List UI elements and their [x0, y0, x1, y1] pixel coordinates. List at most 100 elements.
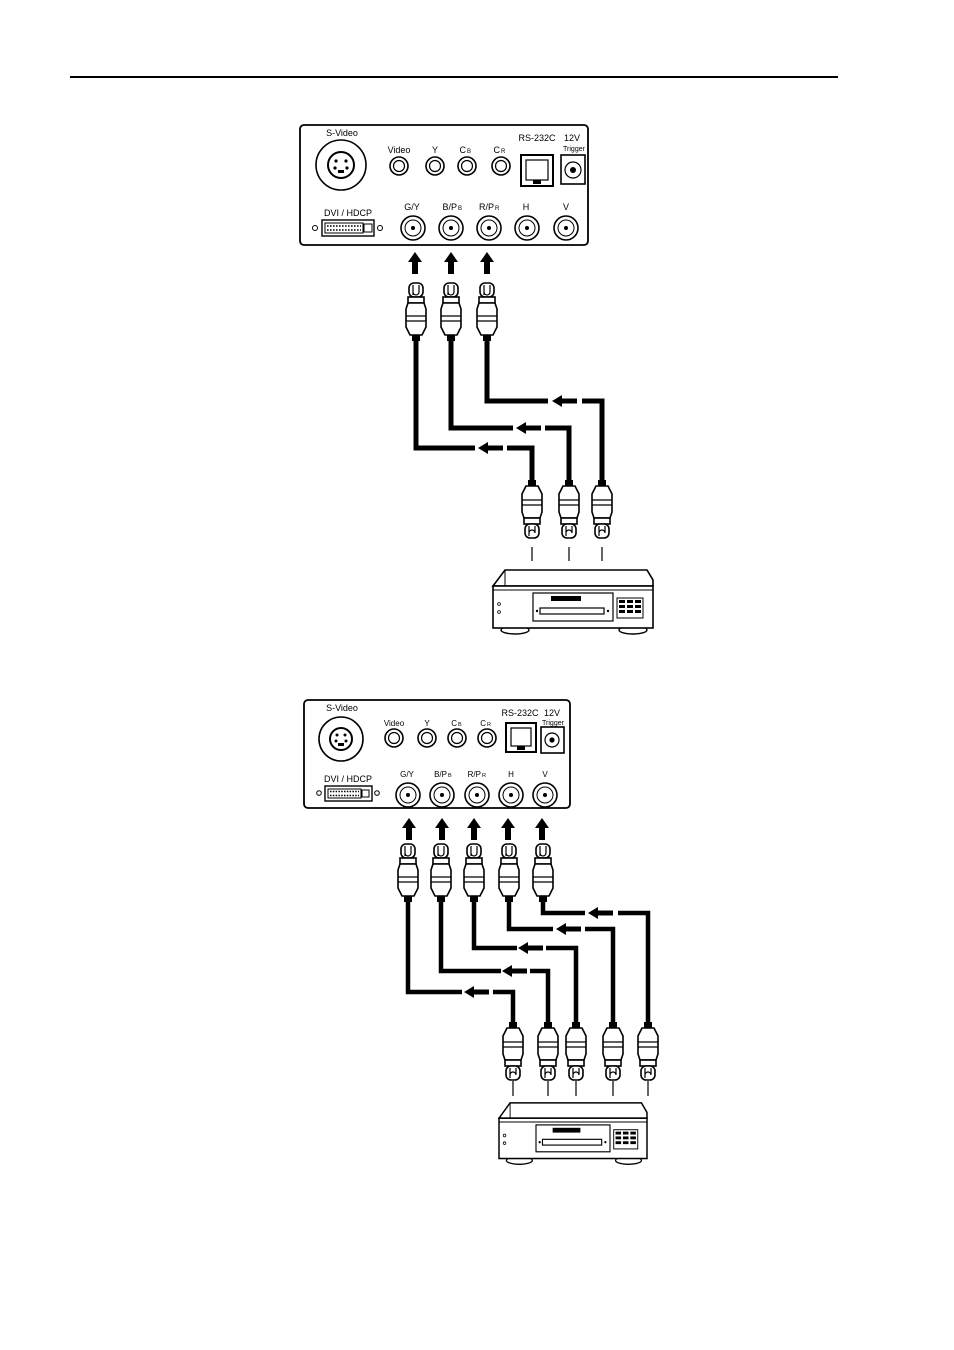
source-leads: [513, 1081, 648, 1096]
v-label: V: [542, 770, 548, 779]
bnc-plug-display-gy: [398, 844, 418, 902]
rs232c-port: [506, 723, 536, 752]
bnc-plug-display-rpr: [477, 283, 497, 341]
cb-port: [448, 729, 466, 747]
h-label: H: [508, 770, 514, 779]
y-label: Y: [424, 719, 430, 728]
bnc-plug-display-v: [533, 844, 553, 902]
bnc-plug-source-rpr: [592, 480, 612, 538]
arrow-up-icon: [408, 252, 422, 274]
cr-port: [478, 729, 496, 747]
diagram-component-3-cable: S-Video Video Y C B C R RS-232C: [300, 125, 653, 634]
arrow-up-icon: [402, 818, 416, 840]
cb-label: C: [460, 145, 467, 155]
cables: [408, 902, 648, 1022]
bnc-plug-display-rpr: [464, 844, 484, 902]
arrow-up-icon: [501, 818, 515, 840]
bnc-plug-source-v: [638, 1022, 658, 1080]
cb-label: C: [451, 719, 457, 728]
bpb-port: [439, 216, 463, 240]
arrow-left-icon: [556, 923, 581, 935]
arrow-up-icon: [535, 818, 549, 840]
rpr-sub-label: R: [495, 206, 500, 212]
video-label: Video: [384, 719, 405, 728]
cr-port: [492, 157, 510, 175]
cr-label: C: [494, 145, 501, 155]
12v-label: 12V: [544, 708, 560, 718]
arrow-left-icon: [516, 422, 541, 434]
svideo-port: [319, 717, 363, 761]
dvi-label: DVI / HDCP: [324, 208, 372, 218]
cb-port: [458, 157, 476, 175]
arrow-left-icon: [588, 907, 613, 919]
arrow-up-icon: [467, 818, 481, 840]
arrow-up-icon: [480, 252, 494, 274]
v-label: V: [563, 202, 569, 212]
gy-label: G/Y: [400, 770, 414, 779]
12v-trigger-port: [541, 727, 564, 753]
connector-panel: S-Video Video Y C B C R RS-232C: [300, 125, 588, 245]
rpr-port: [465, 783, 489, 807]
rs232c-label: RS-232C: [518, 133, 556, 143]
svideo-label: S-Video: [326, 703, 358, 713]
svideo-port: [316, 140, 366, 190]
diagram-rgbhv-5-cable: S-Video Video Y C B C R RS-232C: [304, 700, 658, 1164]
bpb-sub-label: B: [448, 773, 452, 779]
y-label: Y: [432, 145, 438, 155]
trigger-label: Trigger: [563, 146, 586, 153]
bpb-port: [430, 783, 454, 807]
y-port: [426, 157, 444, 175]
arrow-up-icon: [444, 252, 458, 274]
rpr-label: R/P: [479, 202, 494, 212]
cr-sub-label: R: [487, 722, 491, 728]
video-label: Video: [388, 145, 411, 155]
arrow-left-icon: [502, 965, 527, 977]
gy-label: G/Y: [404, 202, 420, 212]
source-leads: [532, 547, 602, 561]
dvd-player-icon: [499, 1103, 647, 1164]
video-port: [390, 157, 408, 175]
bnc-plug-display-bpb: [431, 844, 451, 902]
arrow-up-icon: [435, 818, 449, 840]
dvi-port: [317, 786, 380, 801]
rpr-label: R/P: [468, 770, 481, 779]
bnc-plug-display-bpb: [441, 283, 461, 341]
12v-label: 12V: [564, 133, 580, 143]
bnc-plug-display-h: [499, 844, 519, 902]
cr-sub-label: R: [501, 149, 506, 155]
dvd-player-icon: [493, 570, 653, 634]
rpr-port: [477, 216, 501, 240]
bnc-plug-source-gy: [503, 1022, 523, 1080]
cb-sub-label: B: [467, 149, 471, 155]
bnc-plug-source-bpb: [538, 1022, 558, 1080]
gy-port: [396, 783, 420, 807]
y-port: [418, 729, 436, 747]
v-port: [533, 783, 557, 807]
rs232c-port: [521, 155, 553, 186]
svideo-label: S-Video: [326, 128, 358, 138]
connector-panel: S-Video Video Y C B C R RS-232C: [304, 700, 570, 808]
bnc-plug-source-gy: [522, 480, 542, 538]
rpr-sub-label: R: [482, 773, 486, 779]
dvi-port: [313, 220, 383, 236]
bnc-plug-display-gy: [406, 283, 426, 341]
bpb-label: B/P: [434, 770, 447, 779]
bnc-plug-source-h: [603, 1022, 623, 1080]
h-port: [499, 783, 523, 807]
bpb-label: B/P: [442, 202, 457, 212]
trigger-label: Trigger: [542, 720, 565, 727]
bnc-plug-source-rpr: [566, 1022, 586, 1080]
v-port: [554, 216, 578, 240]
h-port: [515, 216, 539, 240]
video-port: [385, 729, 403, 747]
cr-label: C: [480, 719, 486, 728]
bpb-sub-label: B: [458, 206, 462, 212]
cables: [416, 341, 602, 480]
arrow-left-icon: [478, 442, 503, 454]
12v-trigger-port: [561, 155, 585, 184]
dvi-label: DVI / HDCP: [324, 774, 372, 784]
bnc-plug-source-bpb: [559, 480, 579, 538]
arrow-left-icon: [518, 942, 543, 954]
arrow-left-icon: [464, 986, 489, 998]
